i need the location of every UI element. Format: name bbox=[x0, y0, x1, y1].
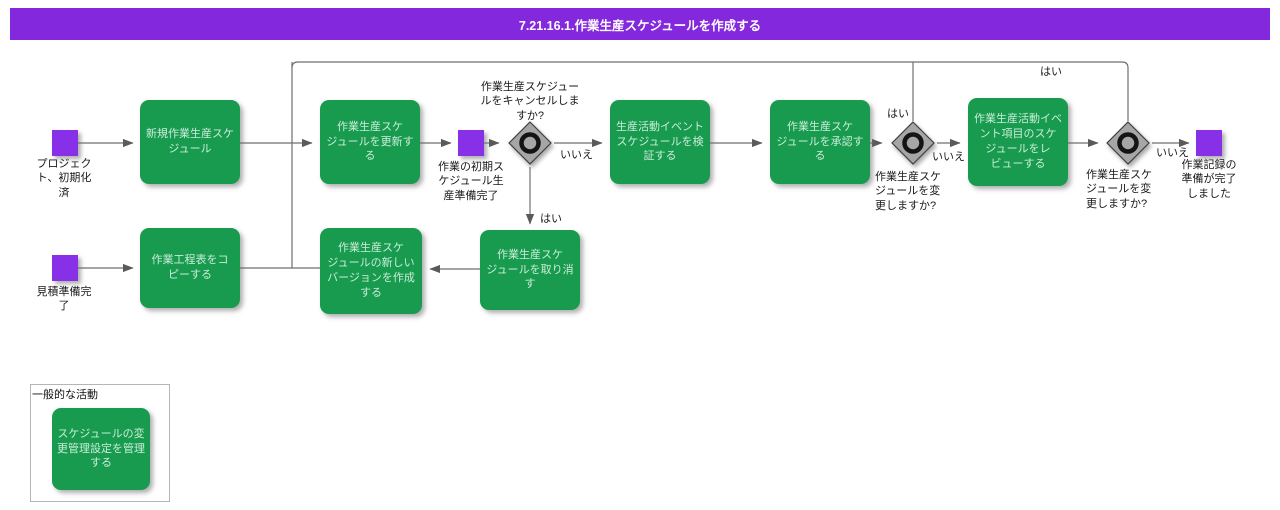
task-cancel-schedule[interactable]: 作業生産スケ ジュールを取り消 す bbox=[480, 230, 580, 310]
task-verify-events[interactable]: 生産活動イベント スケジュールを検 証する bbox=[610, 100, 710, 184]
end-event-record-ready[interactable] bbox=[1196, 130, 1222, 156]
gateway-change-question-1-icon[interactable] bbox=[889, 119, 937, 167]
task-review-items[interactable]: 作業生産活動イベ ント項目のスケ ジュールをレ ビューする bbox=[968, 98, 1068, 186]
end-event-record-ready-label: 作業記録の 準備が完了 しました bbox=[1181, 159, 1237, 200]
intermediate-event-initial-ready-label: 作業の初期ス ケジュール生 産準備完了 bbox=[438, 161, 504, 202]
start-event-estimate-label: 見積準備完 了 bbox=[36, 286, 92, 313]
task-approve-schedule[interactable]: 作業生産スケ ジュールを承認す る bbox=[770, 100, 870, 184]
diagram-title-bar: 7.21.16.1.作業生産スケジュールを作成する bbox=[10, 8, 1270, 40]
edge-label-yes-cancel-branch: はい bbox=[540, 213, 562, 225]
start-event-project-label: プロジェク ト、初期化 済 bbox=[36, 158, 92, 199]
edge-label-no-after-cancel-gateway: いいえ bbox=[560, 149, 593, 161]
task-update-schedule[interactable]: 作業生産スケ ジュールを更新す る bbox=[320, 100, 420, 184]
edge-label-no-change-1: いいえ bbox=[932, 151, 965, 163]
legend-task-manage-change-settings[interactable]: スケジュールの変 更管理設定を管理 する bbox=[52, 408, 150, 490]
intermediate-event-initial-ready[interactable] bbox=[458, 130, 484, 156]
task-new-schedule[interactable]: 新規作業生産スケ ジュール bbox=[140, 100, 240, 184]
start-event-project[interactable] bbox=[52, 130, 78, 156]
gateway-change-question-2-label: 作業生産スケ ジュールを変 更しますか? bbox=[1086, 169, 1152, 210]
gateway-change-question-2-icon[interactable] bbox=[1104, 119, 1152, 167]
edge-label-yes-change-2: はい bbox=[1040, 66, 1062, 78]
edge-label-yes-change-1: はい bbox=[887, 108, 909, 120]
gateway-cancel-question-label: 作業生産スケジュー ルをキャンセルしま すか? bbox=[480, 81, 580, 122]
task-new-version[interactable]: 作業生産スケ ジュールの新しい バージョンを作成 する bbox=[320, 228, 422, 314]
edge-label-no-change-2: いいえ bbox=[1156, 147, 1189, 159]
gateway-change-question-1-label: 作業生産スケ ジュールを変 更しますか? bbox=[875, 171, 941, 212]
start-event-estimate[interactable] bbox=[52, 255, 78, 281]
gateway-cancel-question-icon[interactable] bbox=[506, 119, 554, 167]
diagram-title: 7.21.16.1.作業生産スケジュールを作成する bbox=[518, 18, 762, 33]
legend-title: 一般的な活動 bbox=[32, 389, 98, 401]
task-copy-worksheet[interactable]: 作業工程表をコ ピーする bbox=[140, 228, 240, 308]
